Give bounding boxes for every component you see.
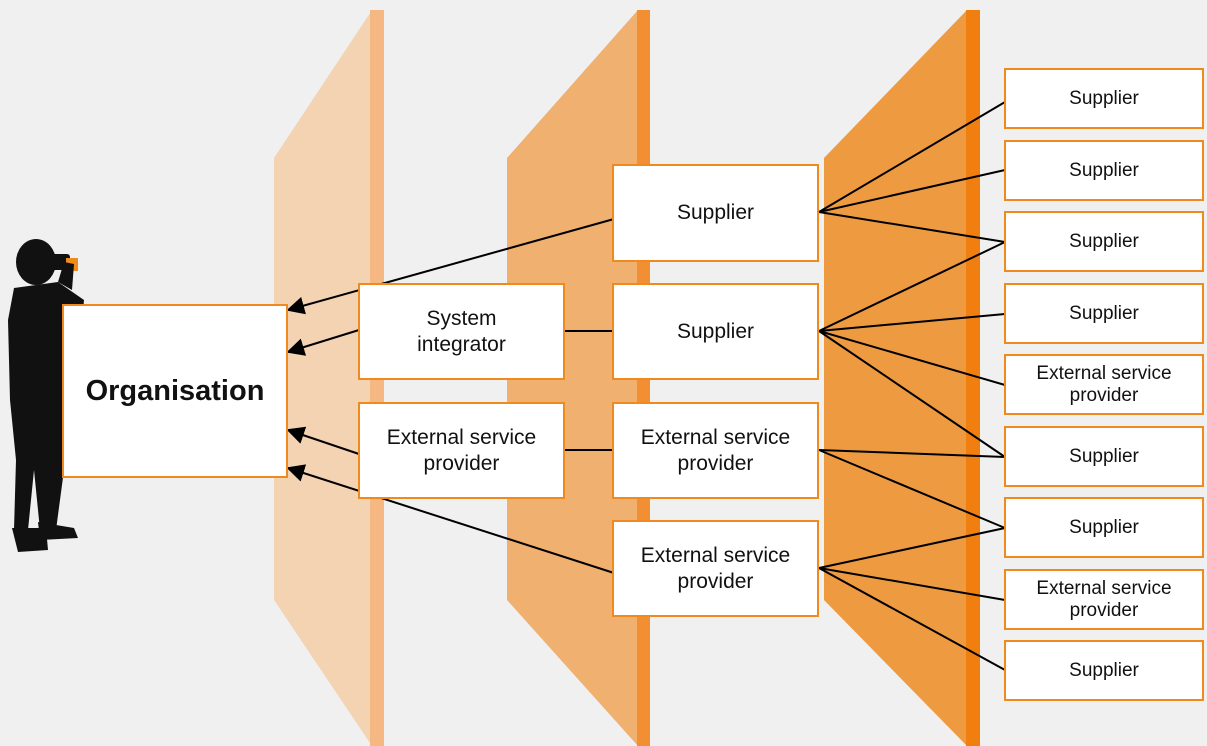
supplier-box: Supplier (1004, 283, 1204, 344)
connector-supplier-to-organisation (286, 218, 615, 315)
external-service-provider-box: External service provider (612, 520, 819, 617)
person-with-binoculars-icon (8, 239, 84, 552)
supplier-label: Supplier (1069, 302, 1139, 324)
external-service-provider-label: External service provider (640, 426, 791, 475)
fan-line (818, 330, 1006, 386)
external-service-provider-label: External service provider (1036, 577, 1172, 621)
system-integrator-box: System integrator (358, 283, 565, 380)
visibility-layer-1 (274, 10, 384, 746)
supplier-label: Supplier (1069, 87, 1139, 109)
organisation-label: Organisation (85, 374, 265, 407)
connector-integrator-to-organisation (286, 329, 360, 356)
supplier-box: Supplier (1004, 426, 1204, 487)
fan-line (818, 330, 1006, 458)
supplier-label: Supplier (676, 319, 755, 343)
supplier-box: Supplier (1004, 68, 1204, 129)
organisation-box: Organisation (62, 304, 288, 478)
supplier-box: Supplier (1004, 640, 1204, 701)
external-service-provider-label: External service provider (640, 544, 791, 593)
fan-line (818, 449, 1006, 458)
fan-line (818, 527, 1006, 569)
supplier-box: Supplier (1004, 211, 1204, 272)
connector-esp-t2b-to-organisation (286, 464, 615, 574)
fan-line (818, 567, 1006, 671)
fan-line (818, 313, 1006, 332)
supplier-box: Supplier (1004, 140, 1204, 201)
supplier-label: Supplier (1069, 659, 1139, 681)
supplier-label: Supplier (676, 201, 755, 225)
fan-line (818, 101, 1006, 213)
external-service-provider-box: External service provider (358, 402, 565, 499)
supplier-box: Supplier (612, 283, 819, 380)
fan-line (818, 241, 1006, 332)
supplier-box: Supplier (1004, 497, 1204, 558)
supplier-label: Supplier (1069, 445, 1139, 467)
visibility-layer-3 (824, 10, 980, 746)
fan-line (818, 567, 1006, 601)
external-service-provider-label: External service provider (386, 426, 537, 475)
external-service-provider-box: External service provider (1004, 354, 1204, 415)
supplier-box: Supplier (612, 164, 819, 262)
fan-line (818, 169, 1006, 213)
system-integrator-label: System integrator (417, 307, 506, 356)
connector-esp-to-organisation (286, 426, 360, 455)
supplier-label: Supplier (1069, 230, 1139, 252)
supplier-label: Supplier (1069, 159, 1139, 181)
external-service-provider-box: External service provider (612, 402, 819, 499)
fan-line (818, 449, 1006, 529)
fan-line (818, 211, 1006, 243)
external-service-provider-label: External service provider (1036, 362, 1172, 406)
external-service-provider-box: External service provider (1004, 569, 1204, 630)
supplier-label: Supplier (1069, 516, 1139, 538)
visibility-layer-3-edge (966, 10, 980, 746)
connector-lines (286, 101, 1006, 671)
